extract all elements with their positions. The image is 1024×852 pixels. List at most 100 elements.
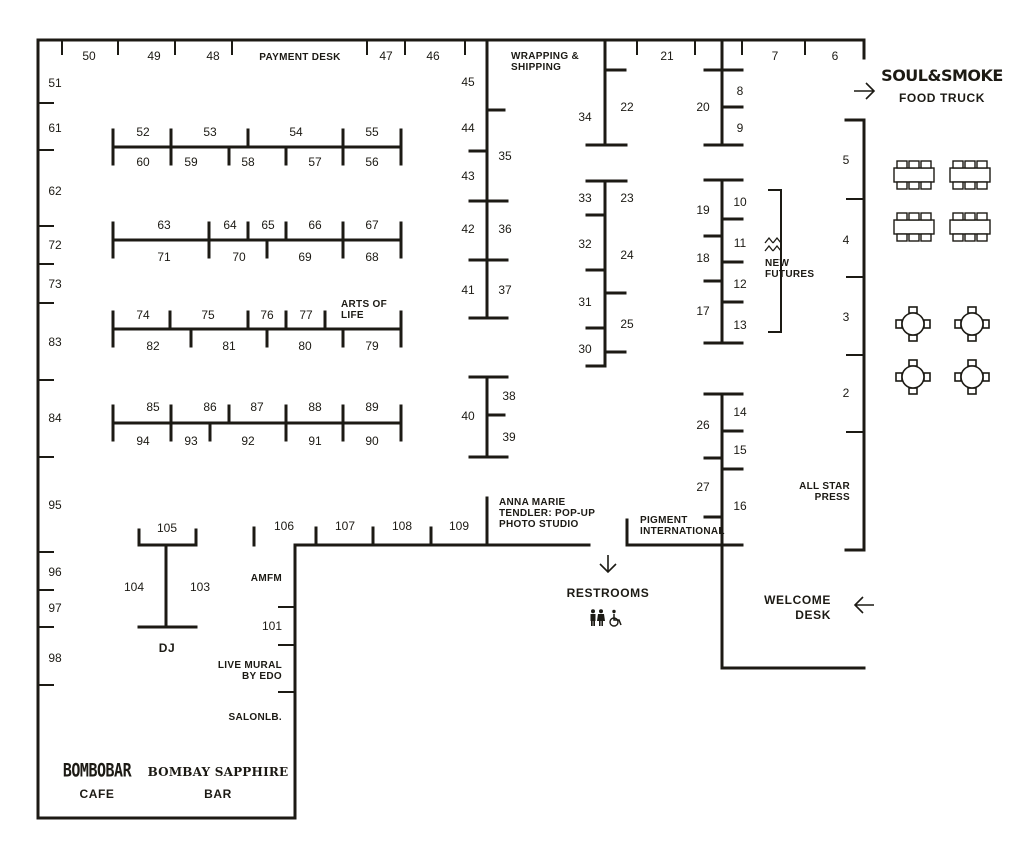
salon-label[interactable]: SALONLB. (228, 712, 282, 723)
booth-34[interactable]: 34 (578, 110, 592, 124)
booth-30[interactable]: 30 (578, 342, 592, 356)
booth-7[interactable]: 7 (771, 49, 779, 63)
booth-73[interactable]: 73 (48, 277, 62, 291)
booth-3[interactable]: 3 (842, 310, 850, 324)
booth-63[interactable]: 63 (157, 218, 171, 232)
booth-101[interactable]: 101 (261, 619, 282, 633)
booth-42[interactable]: 42 (461, 222, 475, 236)
booth-13[interactable]: 13 (733, 318, 747, 332)
booth-9[interactable]: 9 (736, 121, 744, 135)
booth-95[interactable]: 95 (48, 498, 62, 512)
booth-107[interactable]: 107 (334, 519, 356, 533)
booth-97[interactable]: 97 (48, 601, 62, 615)
booth-61[interactable]: 61 (48, 121, 62, 135)
cafe-label[interactable]: CAFE (79, 787, 115, 801)
booth-2[interactable]: 2 (842, 386, 850, 400)
booth-67[interactable]: 67 (365, 218, 379, 232)
booth-68[interactable]: 68 (365, 250, 379, 264)
booth-89[interactable]: 89 (365, 400, 379, 414)
booth-24[interactable]: 24 (620, 248, 634, 262)
booth-44[interactable]: 44 (461, 121, 475, 135)
booth-109[interactable]: 109 (448, 519, 470, 533)
booth-71[interactable]: 71 (157, 250, 171, 264)
booth-14[interactable]: 14 (733, 405, 747, 419)
booth-36[interactable]: 36 (498, 222, 512, 236)
booth-104[interactable]: 104 (123, 580, 145, 594)
booth-94[interactable]: 94 (136, 434, 150, 448)
booth-6[interactable]: 6 (831, 49, 839, 63)
booth-98[interactable]: 98 (48, 651, 62, 665)
food-truck-label[interactable]: FOOD TRUCK (899, 91, 985, 105)
booth-106[interactable]: 106 (273, 519, 295, 533)
booth-16[interactable]: 16 (733, 499, 747, 513)
booth-75[interactable]: 75 (201, 308, 215, 322)
booth-51[interactable]: 51 (48, 76, 62, 90)
booth-33[interactable]: 33 (578, 191, 592, 205)
booth-91[interactable]: 91 (308, 434, 322, 448)
booth-35[interactable]: 35 (498, 149, 512, 163)
booth-83[interactable]: 83 (48, 335, 62, 349)
booth-4[interactable]: 4 (842, 233, 850, 247)
payment-desk-label[interactable]: PAYMENT DESK (259, 52, 341, 63)
dj-label[interactable]: DJ (158, 641, 176, 655)
booth-86[interactable]: 86 (203, 400, 217, 414)
booth-5[interactable]: 5 (842, 153, 850, 167)
booth-27[interactable]: 27 (696, 480, 710, 494)
booth-55[interactable]: 55 (365, 125, 379, 139)
booth-103[interactable]: 103 (189, 580, 211, 594)
booth-8[interactable]: 8 (736, 84, 744, 98)
booth-32[interactable]: 32 (578, 237, 592, 251)
booth-92[interactable]: 92 (241, 434, 255, 448)
booth-23[interactable]: 23 (620, 191, 634, 205)
booth-37[interactable]: 37 (498, 283, 512, 297)
booth-69[interactable]: 69 (298, 250, 312, 264)
booth-84[interactable]: 84 (48, 411, 62, 425)
booth-74[interactable]: 74 (136, 308, 150, 322)
booth-82[interactable]: 82 (146, 339, 160, 353)
booth-38[interactable]: 38 (502, 389, 516, 403)
booth-26[interactable]: 26 (696, 418, 710, 432)
booth-72[interactable]: 72 (48, 238, 62, 252)
booth-43[interactable]: 43 (461, 169, 475, 183)
booth-64[interactable]: 64 (223, 218, 237, 232)
booth-80[interactable]: 80 (298, 339, 312, 353)
booth-76[interactable]: 76 (260, 308, 274, 322)
booth-70[interactable]: 70 (232, 250, 246, 264)
booth-31[interactable]: 31 (578, 295, 592, 309)
booth-41[interactable]: 41 (461, 283, 475, 297)
booth-79[interactable]: 79 (365, 339, 379, 353)
booth-66[interactable]: 66 (308, 218, 322, 232)
booth-96[interactable]: 96 (48, 565, 62, 579)
booth-81[interactable]: 81 (222, 339, 236, 353)
booth-10[interactable]: 10 (733, 195, 747, 209)
booth-17[interactable]: 17 (696, 304, 710, 318)
booth-49[interactable]: 49 (147, 49, 161, 63)
restrooms-label[interactable]: RESTROOMS (566, 586, 650, 600)
booth-90[interactable]: 90 (365, 434, 379, 448)
booth-54[interactable]: 54 (289, 125, 303, 139)
booth-108[interactable]: 108 (391, 519, 413, 533)
booth-60[interactable]: 60 (136, 155, 150, 169)
booth-93[interactable]: 93 (184, 434, 198, 448)
booth-57[interactable]: 57 (308, 155, 322, 169)
booth-22[interactable]: 22 (620, 100, 634, 114)
booth-56[interactable]: 56 (365, 155, 379, 169)
booth-11[interactable]: 11 (733, 236, 747, 250)
booth-88[interactable]: 88 (308, 400, 322, 414)
booth-20[interactable]: 20 (696, 100, 710, 114)
booth-65[interactable]: 65 (261, 218, 275, 232)
booth-105[interactable]: 105 (156, 521, 178, 535)
booth-18[interactable]: 18 (696, 251, 710, 265)
booth-12[interactable]: 12 (733, 277, 747, 291)
booth-25[interactable]: 25 (620, 317, 634, 331)
booth-40[interactable]: 40 (461, 409, 475, 423)
booth-85[interactable]: 85 (146, 400, 160, 414)
booth-52[interactable]: 52 (136, 125, 150, 139)
booth-47[interactable]: 47 (379, 49, 393, 63)
